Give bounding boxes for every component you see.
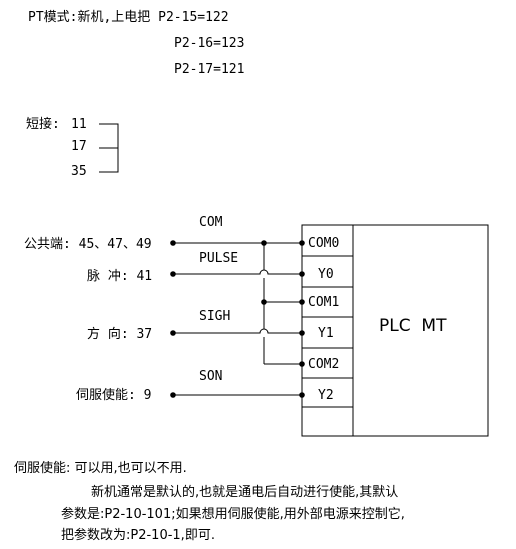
plc-box (301, 224, 489, 437)
junction-com1 (261, 299, 267, 305)
note-line-4: 把参数改为:P2-10-1,即可. (61, 528, 215, 543)
terminal-com0: COM0 (308, 236, 339, 251)
terminal-y1: Y1 (318, 326, 334, 341)
short-bracket (99, 123, 119, 173)
short-pin-2: 17 (71, 139, 87, 154)
header-line-3: P2-17=121 (174, 62, 244, 77)
input-servo-label: 伺服使能: 9 (76, 387, 151, 403)
wire-com-branches (264, 301, 302, 365)
signal-sigh: SIGH (199, 309, 230, 324)
terminal-row-lines (302, 255, 353, 408)
input-pulse-label: 脉 冲: 41 (87, 269, 152, 284)
signal-com: COM (199, 215, 223, 230)
wire-pulse (173, 269, 302, 275)
header-line-1: PT模式:新机,上电把 P2-15=122 (28, 9, 229, 25)
short-pin-1: 11 (71, 117, 87, 132)
input-direction-label: 方 向: 37 (87, 326, 152, 342)
note-line-3: 参数是:P2-10-101;如果想用伺服使能,用外部电源来控制它, (61, 507, 405, 522)
terminal-y2: Y2 (318, 388, 334, 403)
note-line-2: 新机通常是默认的,也就是通电后自动进行使能,其默认 (91, 485, 399, 500)
header-line-2: P2-16=123 (174, 36, 244, 51)
signal-son: SON (199, 369, 222, 384)
terminal-com2: COM2 (308, 357, 339, 372)
junction-com (261, 240, 267, 246)
short-label: 短接: (26, 116, 60, 132)
short-pin-3: 35 (71, 164, 87, 179)
note-line-1: 伺服使能: 可以用,也可以不用. (14, 461, 187, 476)
plc-label: PLC MT (379, 316, 447, 336)
input-common-label: 公共端: 45、47、49 (24, 237, 152, 252)
terminal-com1: COM1 (308, 295, 339, 310)
signal-pulse: PULSE (199, 251, 238, 266)
wire-direction (173, 328, 302, 334)
terminal-y0: Y0 (318, 267, 334, 282)
